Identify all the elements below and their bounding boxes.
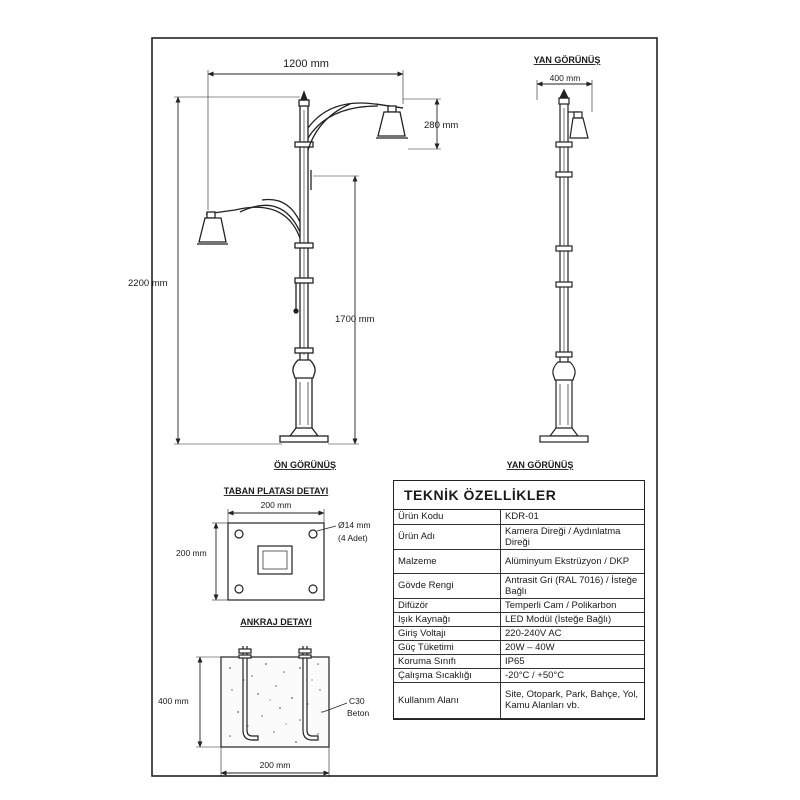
specs-title: TEKNİK ÖZELLİKLER <box>394 481 644 510</box>
anchor-title: ANKRAJ DETAYI <box>240 617 312 627</box>
spec-label: Giriş Voltajı <box>394 625 501 641</box>
front-view-title: ÖN GÖRÜNÜŞ <box>274 460 336 470</box>
anchor-bolt-left <box>238 646 259 741</box>
spec-value: KDR-01 <box>500 510 644 525</box>
pole-socket <box>257 545 293 575</box>
side-width-label: 400 mm <box>550 73 581 83</box>
spec-value: LED Modül (İsteğe Bağlı) <box>500 611 644 627</box>
anchor-hole <box>234 529 244 539</box>
spec-value: Site, Otopark, Park, Bahçe, Yol, Kamu Al… <box>500 681 644 719</box>
base-plate-title: TABAN PLATASI DETAYI <box>224 486 329 496</box>
anchor-bolt-right <box>298 646 319 741</box>
spec-label: Koruma Sınıfı <box>394 653 501 669</box>
anchor-height-label: 400 mm <box>158 696 189 706</box>
front-lamp-drop-label: 280 mm <box>424 120 458 131</box>
concrete-block <box>220 656 330 748</box>
side-view-title-top: YAN GÖRÜNÜŞ <box>534 55 601 65</box>
front-upper-arm <box>307 102 404 151</box>
front-upper-lamp <box>377 111 406 137</box>
front-total-height-label: 2200 mm <box>128 278 168 289</box>
side-view-title-bottom: YAN GÖRÜNÜŞ <box>507 460 574 470</box>
hole-note-line1: Ø14 mm <box>338 520 371 530</box>
hole-note-line2: (4 Adet) <box>338 533 368 543</box>
concrete-aggregate <box>229 663 323 743</box>
concrete-label-line2: Beton <box>347 708 369 718</box>
spec-label: Malzeme <box>394 548 501 574</box>
front-width-label: 1200 mm <box>283 58 329 70</box>
spec-value: -20°C / +50°C <box>500 667 644 683</box>
base-plate <box>227 522 325 601</box>
anchor-detail <box>220 646 330 748</box>
side-view <box>539 88 589 443</box>
spec-value: Temperli Cam / Polikarbon <box>500 597 644 613</box>
spec-value: Kamera Direği / Aydınlatma Direği <box>500 523 644 550</box>
spec-label: Ürün Adı <box>394 523 501 550</box>
spec-label: Işık Kaynağı <box>394 611 501 627</box>
concrete-label-line1: C30 <box>349 696 365 706</box>
base-plate-left-label: 200 mm <box>176 548 207 558</box>
spec-label: Çalışma Sıcaklığı <box>394 667 501 683</box>
anchor-hole <box>234 584 244 594</box>
spec-label: Kullanım Alanı <box>394 681 501 719</box>
base-plate-dimensions <box>212 509 337 601</box>
spec-label: Gövde Rengi <box>394 572 501 599</box>
front-lower-height-label: 1700 mm <box>335 314 375 325</box>
anchor-bottom-label: 200 mm <box>260 760 291 770</box>
spec-row: Çalışma Sıcaklığı-20°C / +50°C <box>394 667 644 683</box>
front-lower-lamp <box>198 217 227 243</box>
anchor-hole <box>308 584 318 594</box>
side-lamp <box>569 117 589 139</box>
spec-label: Ürün Kodu <box>394 510 501 525</box>
anchor-dimensions <box>196 656 348 777</box>
spec-value: 220-240V AC <box>500 625 644 641</box>
spec-label: Güç Tüketimi <box>394 639 501 655</box>
anchor-hole <box>308 529 318 539</box>
front-lower-arm <box>205 198 301 239</box>
front-pole <box>279 90 329 443</box>
side-dimensions <box>536 80 593 112</box>
spec-value: Antrasit Gri (RAL 7016) / İsteğe Bağlı <box>500 572 644 599</box>
base-plate-top-label: 200 mm <box>261 500 292 510</box>
spec-value: Alüminyum Ekstrüzyon / DKP <box>500 548 644 574</box>
front-dimensions <box>174 70 441 445</box>
base-plate-detail <box>227 522 325 601</box>
spec-value: 20W – 40W <box>500 639 644 655</box>
spec-label: Difüzör <box>394 597 501 613</box>
sheet-frame <box>151 37 658 777</box>
spec-value: IP65 <box>500 653 644 669</box>
front-view <box>197 90 408 443</box>
